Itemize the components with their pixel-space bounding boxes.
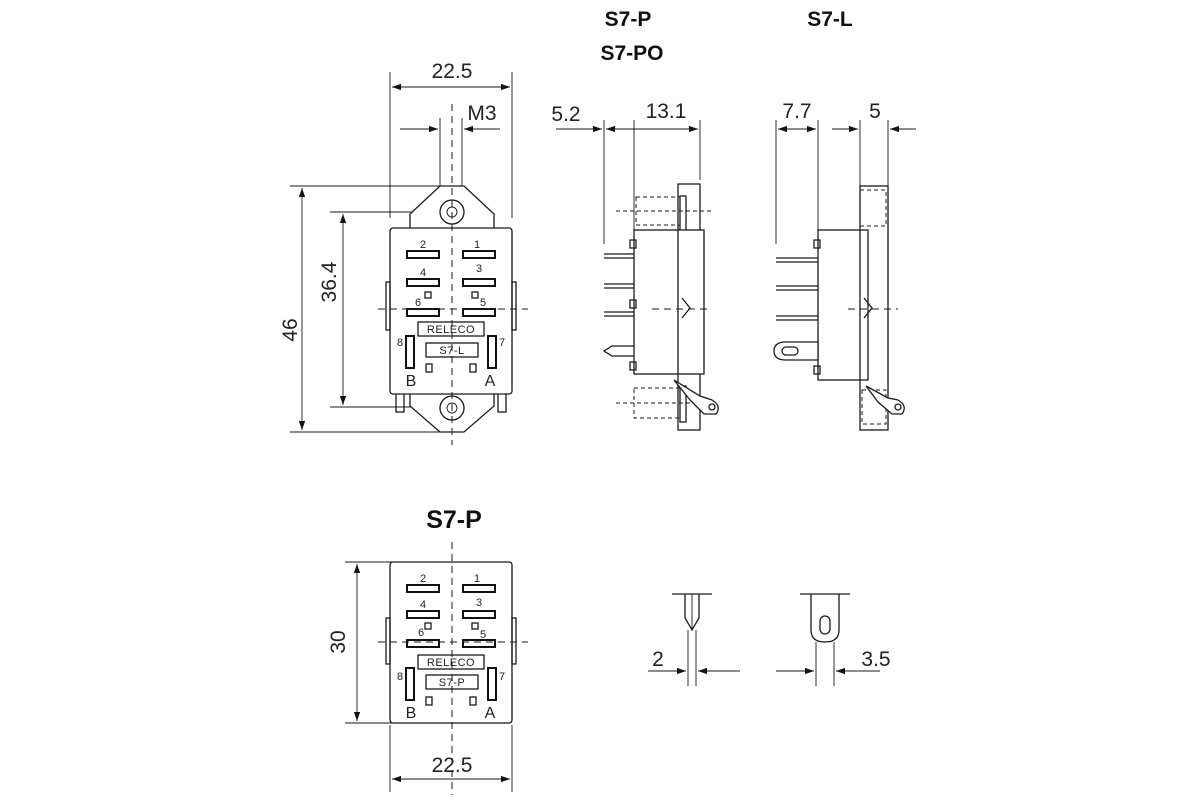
corner-label-b-bottom: B xyxy=(406,705,417,722)
front-view-s7-l: 22.5 M3 46 36.4 xyxy=(279,60,528,445)
dim-pin-flat: 2 xyxy=(652,648,664,671)
dim-bottom-width: 22.5 xyxy=(432,754,473,777)
dim-screw-m3: M3 xyxy=(467,102,496,125)
dim-total-height: 46 xyxy=(279,318,302,341)
bottom-view-s7-p: 30 2 1 4 3 6 5 8 7 RELECO S7-P B A xyxy=(327,542,528,795)
pin-label-5-bottom: 5 xyxy=(480,629,486,641)
dim-mount-spacing: 36.4 xyxy=(318,261,341,302)
dim-side-right-b: 5 xyxy=(869,100,881,123)
pin-label-8-bottom: 8 xyxy=(397,671,403,683)
pin-label-7-bottom: 7 xyxy=(499,671,505,683)
dim-bottom-height: 30 xyxy=(327,630,350,653)
pin-label-1: 1 xyxy=(474,239,480,251)
pin-label-4-bottom: 4 xyxy=(420,599,426,611)
side-view-s7-p: 5.2 13.1 xyxy=(551,100,719,431)
brand-label-bottom: RELECO xyxy=(427,657,475,669)
dim-side-right-a: 7.7 xyxy=(782,100,811,123)
pin-label-3-bottom: 3 xyxy=(476,597,482,609)
pin-label-4: 4 xyxy=(420,267,426,279)
side-view-s7-l: 7.7 5 xyxy=(773,100,916,431)
pin-detail-eyelet: 3.5 xyxy=(776,593,891,686)
dim-top-width: 22.5 xyxy=(432,60,473,83)
title-s7-p: S7-P xyxy=(605,8,652,31)
title-s7-po: S7-PO xyxy=(600,42,663,65)
corner-label-a-top: A xyxy=(485,373,496,390)
corner-label-a-bottom: A xyxy=(485,705,496,722)
pin-label-1-bottom: 1 xyxy=(474,573,480,585)
pin-label-5: 5 xyxy=(480,297,486,309)
pin-label-6-bottom: 6 xyxy=(418,627,424,639)
dim-side-left-b: 13.1 xyxy=(646,100,687,123)
pin-label-6: 6 xyxy=(415,297,421,309)
title-bottom-s7-p: S7-P xyxy=(426,506,482,534)
pin-label-7: 7 xyxy=(499,337,505,349)
model-label-bottom: S7-P xyxy=(439,677,465,689)
corner-label-b-top: B xyxy=(406,373,417,390)
dim-pin-eyelet: 3.5 xyxy=(861,648,890,671)
title-s7-l: S7-L xyxy=(807,8,853,31)
pin-label-2-bottom: 2 xyxy=(420,573,426,585)
dim-side-left-a: 5.2 xyxy=(551,103,580,126)
brand-label-top: RELECO xyxy=(427,324,475,336)
pin-label-2: 2 xyxy=(420,239,426,251)
pin-label-3: 3 xyxy=(476,263,482,275)
pin-detail-flat: 2 xyxy=(648,593,740,686)
pin-label-8: 8 xyxy=(397,337,403,349)
